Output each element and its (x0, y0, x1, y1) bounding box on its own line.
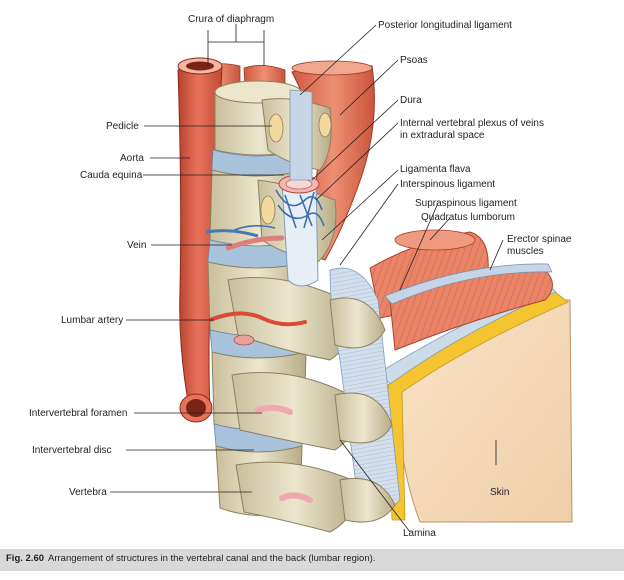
anatomy-illustration (110, 24, 573, 533)
posterior-ligament-strip (289, 89, 313, 181)
label-aorta: Aorta (120, 153, 144, 164)
posterior-elements (227, 98, 356, 533)
nerve-root-2 (279, 492, 313, 503)
label-vertebra: Vertebra (69, 487, 107, 498)
nerve-root-1 (255, 404, 293, 415)
label-plexus-line2: in extradural space (400, 130, 485, 141)
label-lamina: Lamina (403, 528, 436, 539)
leader-lines (110, 24, 504, 533)
figure-number: Fig. 2.60 (6, 553, 45, 564)
label-intervertebral-foramen: Intervertebral foramen (29, 408, 128, 419)
label-vein: Vein (127, 240, 147, 251)
spinous-process-3 (339, 477, 396, 523)
label-cauda-equina: Cauda equina (80, 170, 143, 181)
spinous-process-2 (334, 392, 393, 444)
label-skin: Skin (490, 487, 510, 498)
quadratus-top (394, 229, 476, 251)
label-supraspinous-ligament: Supraspinous ligament (415, 198, 517, 209)
label-erector-line2: muscles (507, 246, 544, 257)
vein-branch (225, 235, 285, 251)
label-pedicle: Pedicle (106, 121, 139, 132)
label-psoas: Psoas (400, 55, 428, 66)
label-ligamenta-flava: Ligamenta flava (400, 164, 471, 175)
caption-bar (0, 549, 624, 571)
label-quadratus-lumborum: Quadratus lumborum (421, 212, 515, 223)
thoracolumbar-fascia (384, 263, 553, 305)
label-interspinous-ligament: Interspinous ligament (400, 179, 496, 190)
label-erector-line1: Erector spinae (507, 234, 572, 245)
label-lumbar-artery: Lumbar artery (61, 315, 124, 326)
label-plexus-line1: Internal vertebral plexus of veins (400, 118, 544, 129)
label-crura: Crura of diaphragm (188, 14, 275, 25)
figure-caption-text: Arrangement of structures in the vertebr… (48, 553, 376, 564)
lumbar-vein-left (205, 229, 259, 238)
aorta-top-lumen (186, 61, 214, 71)
spinous-process-1 (329, 297, 386, 349)
label-intervertebral-disc: Intervertebral disc (32, 445, 112, 456)
lumbar-artery (208, 311, 307, 327)
label-dura: Dura (400, 95, 422, 106)
label-posterior-longitudinal-ligament: Posterior longitudinal ligament (378, 20, 512, 31)
